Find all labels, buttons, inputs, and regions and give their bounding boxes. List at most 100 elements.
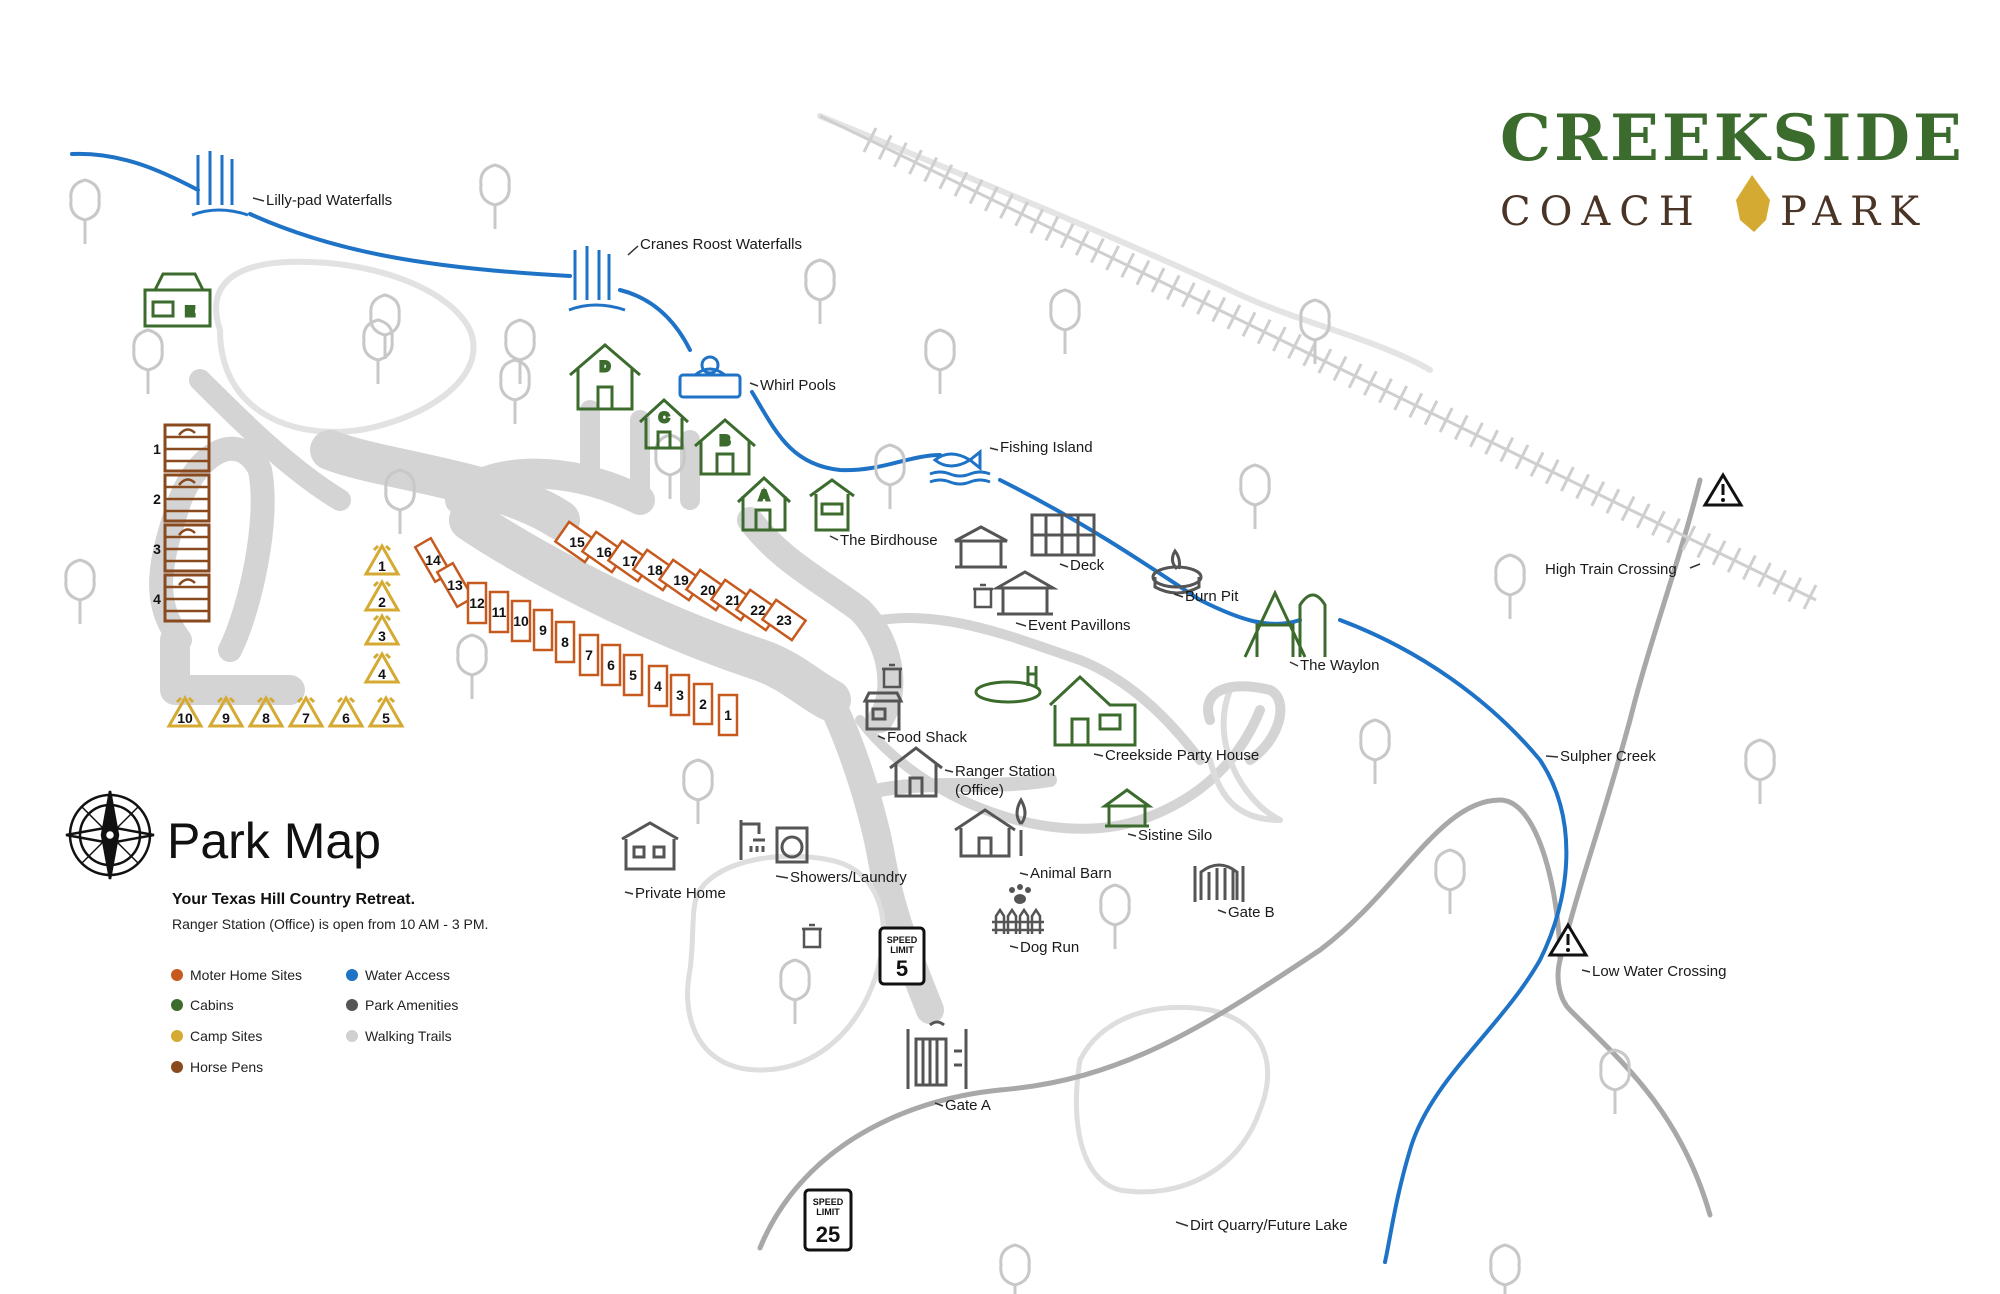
rail-tie <box>983 186 999 212</box>
rail-tie <box>1438 407 1454 433</box>
gate-a-icon <box>906 1020 968 1089</box>
camp-site-number: 7 <box>302 710 310 726</box>
label-ranger-station: Ranger Station <box>955 763 1055 780</box>
rail-tie <box>1560 466 1575 492</box>
legend-dot-cabins <box>171 999 183 1011</box>
motor-home-site: 3 <box>669 673 691 717</box>
label-sistine-silo: Sistine Silo <box>1138 827 1212 844</box>
motor-site-number: 13 <box>447 577 463 593</box>
speed-sign-line2: LIMIT <box>890 945 914 955</box>
rail-tie <box>862 127 878 153</box>
label-dog-run: Dog Run <box>1020 939 1079 956</box>
rail-tie <box>1196 289 1211 315</box>
legend-dot-water <box>346 969 358 981</box>
rail-tie <box>1514 444 1530 470</box>
motor-site-number: 22 <box>750 602 766 618</box>
label-the-birdhouse: The Birdhouse <box>840 532 938 549</box>
motor-site-number: 6 <box>607 657 615 673</box>
motor-home-site: 13 <box>435 561 475 609</box>
rail-tie <box>1484 429 1499 455</box>
motor-home-site: 2 <box>692 682 714 726</box>
label-cranes-roost-waterfalls: Cranes Roost Waterfalls <box>640 236 802 253</box>
tree-icon <box>1599 1048 1631 1114</box>
tree-icon <box>479 163 511 229</box>
rail-tie <box>1757 562 1772 588</box>
camp-site-tent: 9 <box>207 694 245 728</box>
rail-tie <box>1347 363 1363 389</box>
motor-site-number: 1 <box>724 707 732 723</box>
compass-icon <box>65 790 155 880</box>
rail-tie <box>1059 223 1075 249</box>
gate-b-icon <box>1193 863 1245 902</box>
motor-site-number: 4 <box>654 678 662 694</box>
motor-home-site: 10 <box>510 599 532 643</box>
roads <box>757 477 1713 1251</box>
rail-tie <box>1241 311 1257 337</box>
rail-tie <box>1635 503 1651 529</box>
motor-home-site: 11 <box>488 590 510 634</box>
label-fishing-island: Fishing Island <box>1000 439 1093 456</box>
rail-tie <box>1742 554 1757 581</box>
legend: Moter Home Sites Cabins Camp Sites Horse… <box>171 967 458 1075</box>
motor-site-number: 2 <box>699 696 707 712</box>
speed-sign-line1: SPEED <box>887 935 918 945</box>
cabin-e-icon: E <box>143 272 212 328</box>
walking-trails <box>149 113 1433 1195</box>
cabin-b-icon: B <box>694 418 756 476</box>
speed-limit-sign: SPEED LIMIT 5 <box>878 926 926 986</box>
label-event-pavilions: Event Pavillons <box>1028 617 1131 634</box>
label-low-water-crossing: Low Water Crossing <box>1592 963 1727 980</box>
camp-site-number: 10 <box>177 710 193 726</box>
motor-site-number: 18 <box>647 562 663 578</box>
speed-sign-value: 5 <box>896 956 908 981</box>
camp-site-number: 4 <box>378 666 386 682</box>
horse-pen-number: 4 <box>153 591 161 607</box>
motor-site-number: 20 <box>700 582 716 598</box>
rail-tie <box>1575 473 1590 500</box>
rail-tie <box>938 164 954 190</box>
rail-tie <box>1787 576 1803 603</box>
trash-icon <box>802 923 822 949</box>
tree-icon <box>362 318 394 384</box>
pool-icon <box>974 666 1042 704</box>
camp-site-tent: 4 <box>363 650 401 684</box>
motor-site-number: 8 <box>561 634 569 650</box>
rail-tie <box>1726 547 1742 573</box>
motor-home-site: 7 <box>578 633 600 677</box>
rail-tie <box>1226 304 1242 330</box>
motor-home-site: 12 <box>466 581 488 625</box>
motor-home-site: 4 <box>647 664 669 708</box>
motor-site-number: 9 <box>539 622 547 638</box>
tree-icon <box>456 633 488 699</box>
legend-dot-camp <box>171 1030 183 1042</box>
tree-icon <box>64 558 96 624</box>
motor-site-number: 15 <box>569 534 585 550</box>
page-title: Park Map <box>167 813 381 869</box>
tree-icon <box>1494 553 1526 619</box>
legend-item: Cabins <box>190 997 234 1013</box>
birdhouse-icon <box>809 478 855 532</box>
label-animal-barn: Animal Barn <box>1030 865 1112 882</box>
cabin-label: C <box>659 409 669 425</box>
rail-tie <box>1378 377 1393 404</box>
label-showers-laundry: Showers/Laundry <box>790 869 907 886</box>
horse-pen: 4 <box>153 573 211 623</box>
horse-pen: 2 <box>153 473 211 523</box>
rail-tie <box>1393 385 1408 411</box>
motor-home-site: 9 <box>532 608 554 652</box>
brand-line2-park: PARK <box>1780 189 1928 235</box>
brand-line1: CREEKSIDE <box>1500 101 1965 176</box>
tree-icon <box>1299 298 1331 364</box>
motor-home-site: 1 <box>717 693 739 737</box>
tree-icon <box>804 258 836 324</box>
speed-sign-value: 25 <box>816 1222 840 1247</box>
rail-tie <box>1074 230 1090 256</box>
tree-icon <box>384 468 416 534</box>
rail-tie <box>1423 400 1439 426</box>
fence-icon <box>992 907 1044 934</box>
tree-icon <box>1239 463 1271 529</box>
rail-tie <box>1529 451 1545 477</box>
motor-site-number: 11 <box>492 604 507 620</box>
